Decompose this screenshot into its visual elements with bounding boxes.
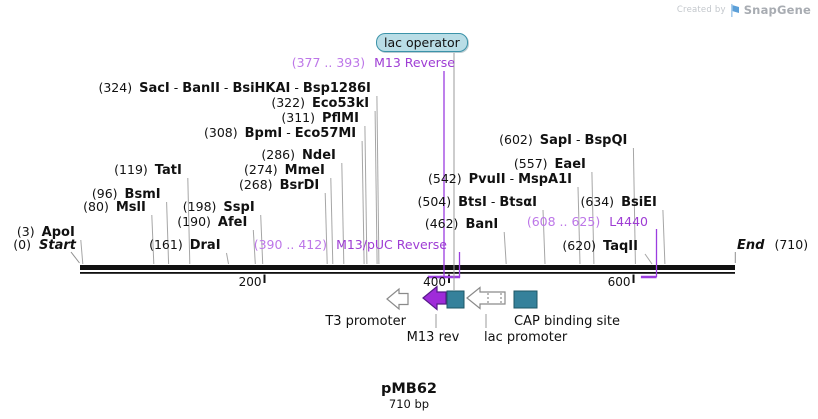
- enzyme-leader-line-ndei: [341, 162, 345, 265]
- enzyme-leader-line-bsiei: [662, 209, 666, 265]
- enzyme-leader-line-afei: [252, 229, 256, 265]
- enzyme-leader-line-msli: [151, 214, 155, 265]
- feature-arrow-m13-rev: [422, 285, 447, 311]
- feature-arrow-lac-promoter: [466, 286, 506, 310]
- sequence-bar: [80, 265, 735, 270]
- enzyme-leader-line-drai: [226, 252, 229, 265]
- enzyme-leader-line-taqii: [644, 253, 653, 265]
- enzyme-leader-line-bpmi: [361, 140, 365, 265]
- enzyme-leader-line-mmei: [330, 177, 334, 265]
- enzyme-leader-line-sspi: [260, 214, 264, 265]
- start-leader-line: [70, 251, 80, 264]
- enzyme-leader-line-pflmi: [364, 125, 368, 265]
- enzyme-leader-line-pvuii: [577, 186, 581, 265]
- enzyme-leader-line-bsmi: [166, 201, 170, 265]
- sequence-line: [80, 272, 735, 274]
- enzyme-leader-line-bsrdi: [324, 192, 328, 265]
- enzyme-leader-line-saci: [376, 95, 380, 265]
- enzyme-leader-line-eco53ki: [374, 110, 378, 265]
- feature-arrow-t3-promoter: [386, 287, 409, 311]
- enzyme-leader-line-btsi: [542, 209, 546, 265]
- enzyme-leader-line-apoi: [80, 239, 84, 265]
- feature-box-cap-binding-site: [513, 290, 538, 309]
- enzyme-leader-line-sapi: [632, 147, 636, 265]
- enzyme-leader-line-bani: [503, 231, 507, 265]
- feature-box-lac-operator: [446, 290, 465, 309]
- enzyme-leader-line-eaei: [591, 171, 595, 265]
- enzyme-leader-line-tati: [187, 177, 191, 265]
